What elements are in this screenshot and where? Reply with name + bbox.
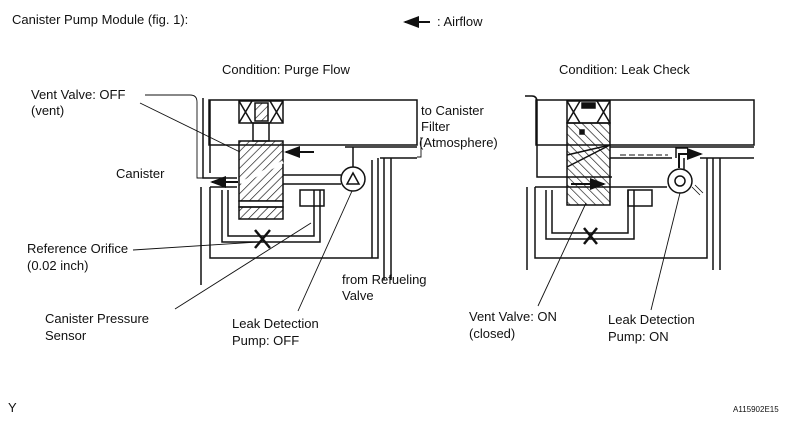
footer-marker: Y xyxy=(8,400,17,415)
left-leader-lines xyxy=(132,94,422,312)
leak-pump-on-label: Leak Detection xyxy=(608,312,695,327)
vent-valve-on-label: Vent Valve: ON xyxy=(469,309,557,324)
canister-pressure-sensor-label-2: Sensor xyxy=(45,328,87,343)
pressure-sensor-block xyxy=(299,189,325,207)
to-canister-filter-label-3: (Atmosphere) xyxy=(419,135,498,150)
reference-orifice-icon xyxy=(583,227,598,245)
purge-flow-schematic xyxy=(200,98,418,285)
leak-check-condition-title: Condition: Leak Check xyxy=(559,62,690,77)
vent-valve-body xyxy=(238,140,284,202)
vent-valve-on-sublabel: (closed) xyxy=(469,326,516,341)
purge-flow-condition-title: Condition: Purge Flow xyxy=(222,62,350,77)
vent-valve-off-label: Vent Valve: OFF xyxy=(31,87,126,102)
leak-detection-pump-icon xyxy=(340,166,366,192)
housing-top xyxy=(535,99,755,146)
from-refueling-valve-label-2: Valve xyxy=(342,288,374,303)
reference-orifice-size: (0.02 inch) xyxy=(27,258,89,273)
reference-orifice-icon xyxy=(254,229,271,249)
figure-title: Canister Pump Module (fig. 1): xyxy=(12,12,189,27)
canister-pressure-sensor-label: Canister Pressure xyxy=(45,311,150,326)
leak-pump-off-status: Pump: OFF xyxy=(232,333,300,348)
leak-airflow-arrow-2 xyxy=(678,148,703,168)
canister-port-upper-wall xyxy=(202,98,237,179)
airflow-legend-label: : Airflow xyxy=(437,14,483,29)
canister-label: Canister xyxy=(116,166,165,181)
housing-top xyxy=(208,99,418,146)
pressure-sensor-block xyxy=(627,189,653,207)
from-refueling-valve-label: from Refueling xyxy=(342,272,427,287)
right-leader-lines xyxy=(537,192,681,311)
leak-pump-off-label: Leak Detection xyxy=(232,316,319,331)
to-canister-filter-label-2: Filter xyxy=(421,119,450,134)
leak-check-schematic xyxy=(525,95,755,270)
to-canister-filter-label: to Canister xyxy=(421,103,484,118)
leak-detection-pump-icon xyxy=(667,168,693,194)
leak-pump-on-status: Pump: ON xyxy=(608,329,669,344)
vent-valve-off-sublabel: (vent) xyxy=(31,103,65,118)
figure-id: A115902E15 xyxy=(733,405,779,414)
reference-orifice-label: Reference Orifice xyxy=(27,241,129,256)
